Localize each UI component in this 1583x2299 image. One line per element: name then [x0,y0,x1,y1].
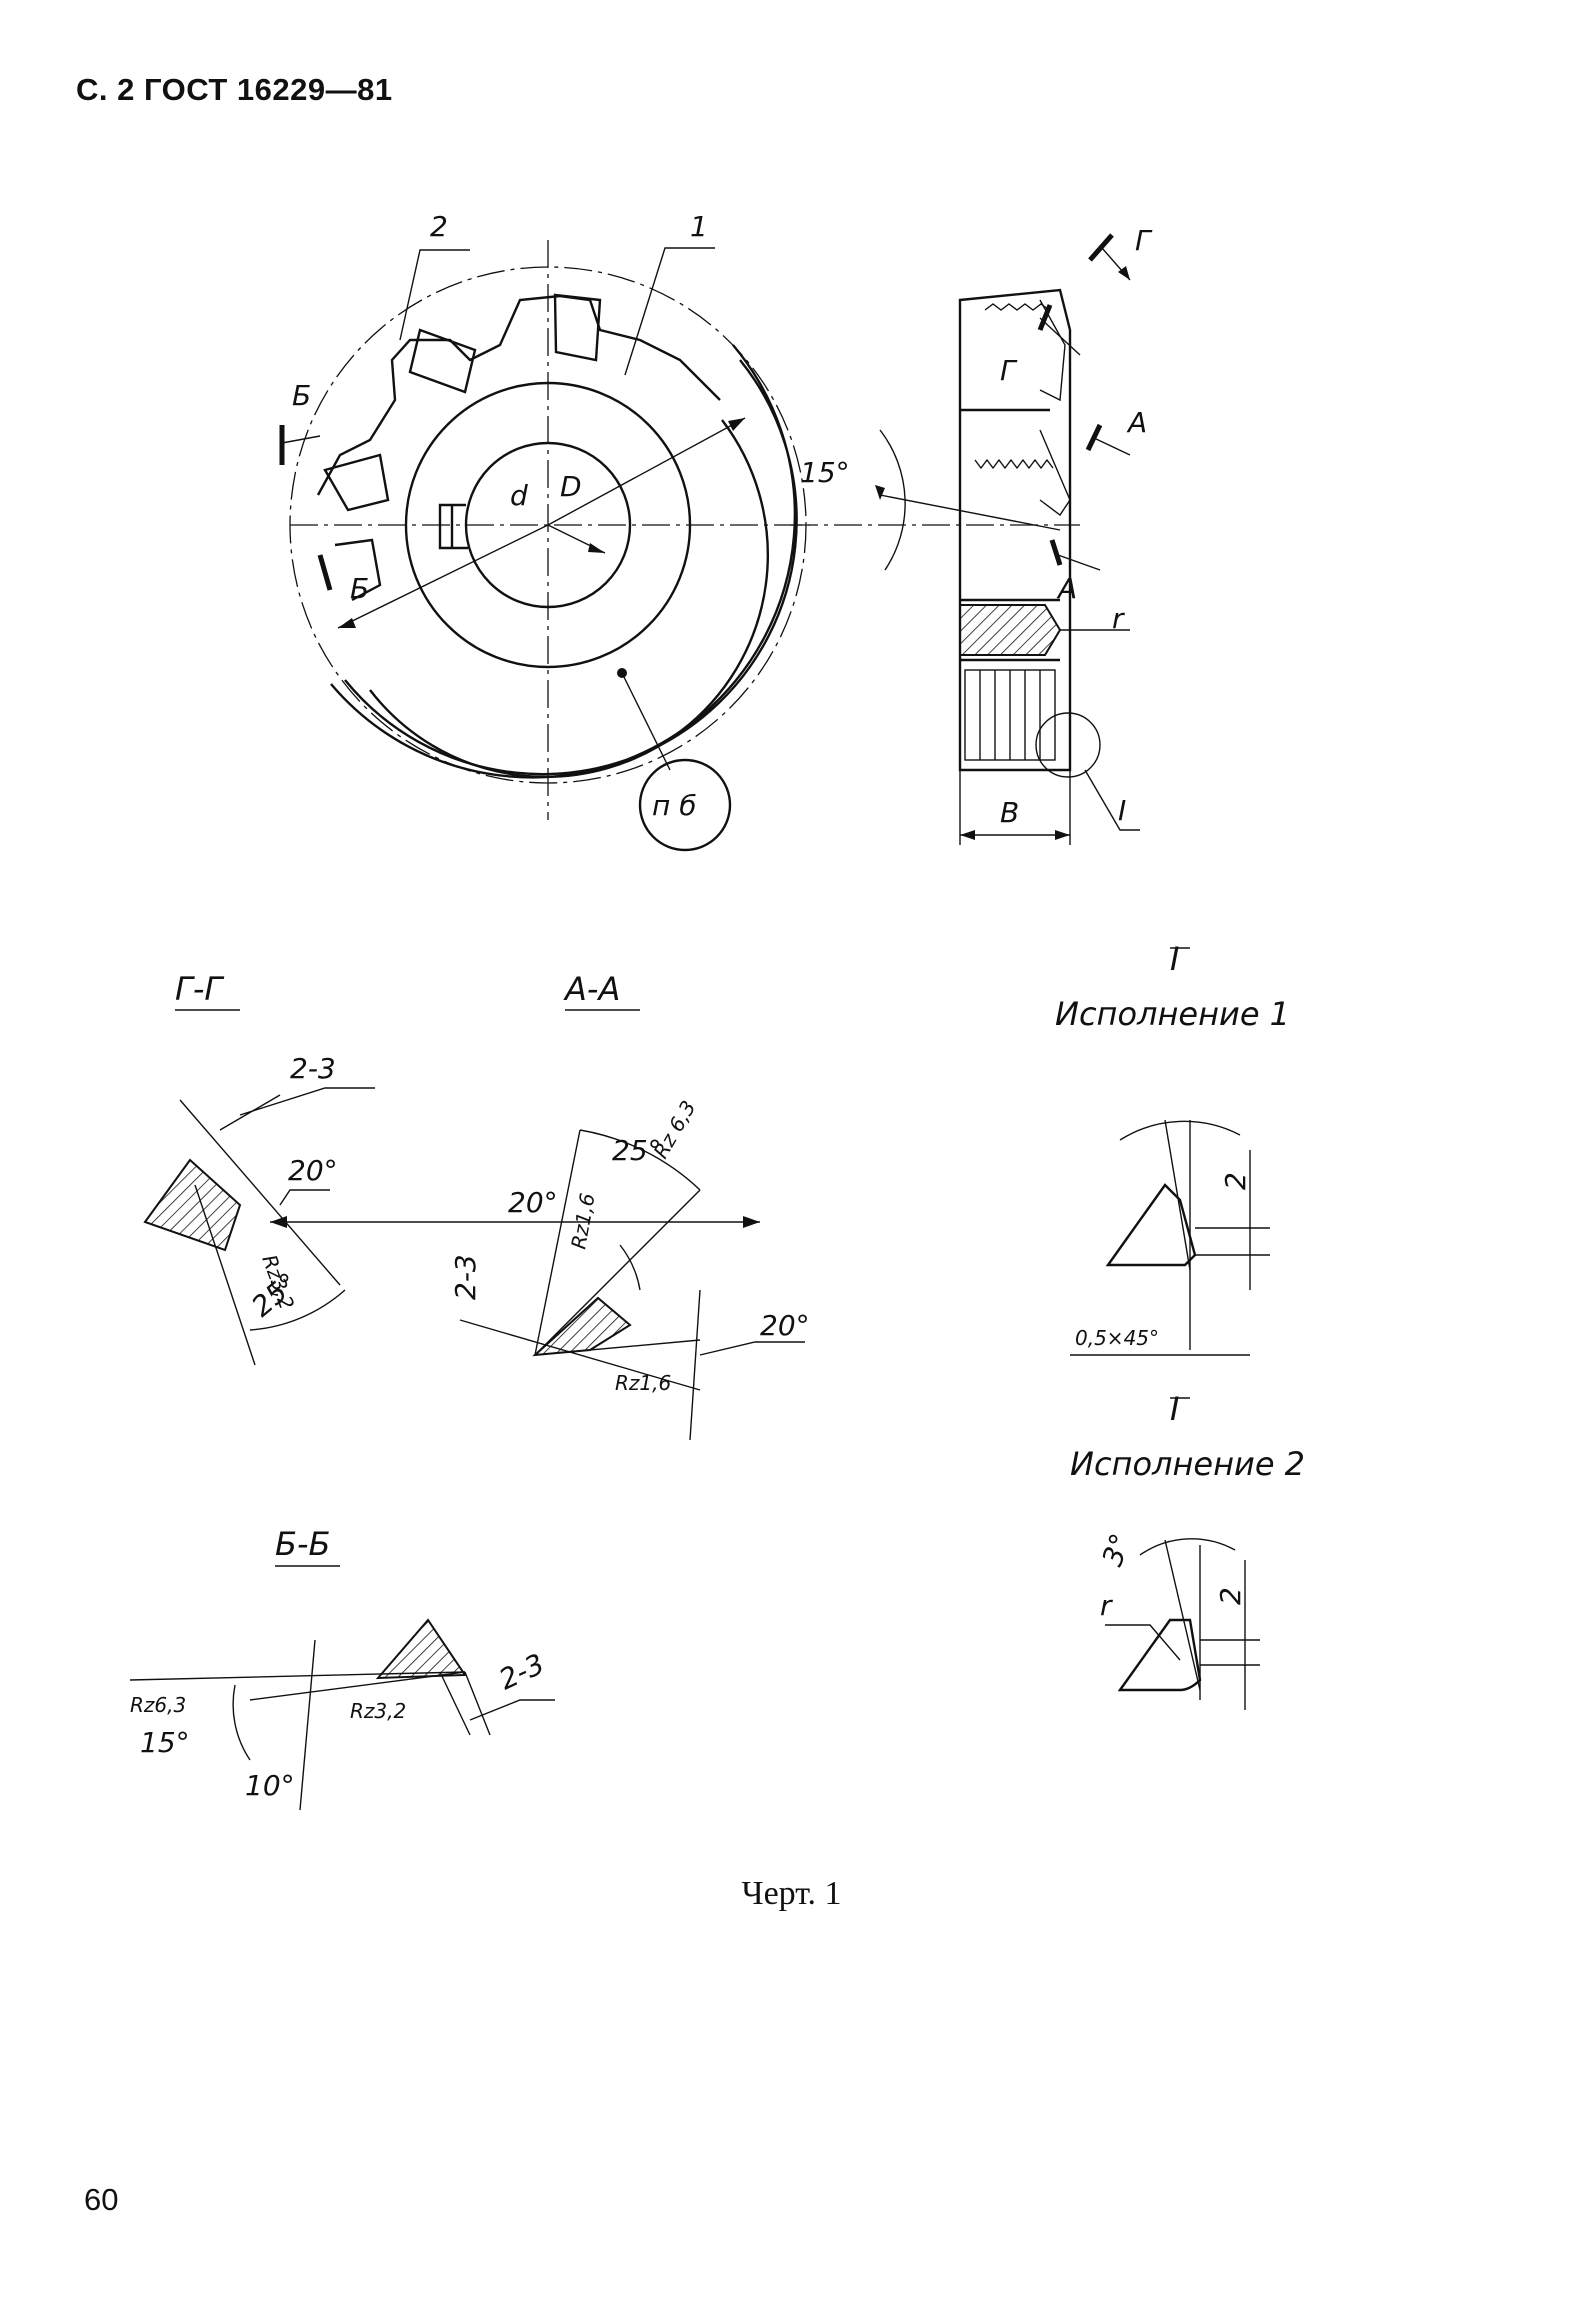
callout-2: 2 [430,210,448,243]
aa-angle-20-right: 20° [760,1309,810,1342]
side-wedge [1039,299,1066,402]
angle-15: 15° [800,456,850,489]
detail-i-circle [1035,712,1101,778]
side-view: Г Г А А 15° r I B [790,224,1153,845]
detail-1-profile [1105,1183,1197,1267]
detail-2-subtitle: Исполнение 2 [1070,1445,1305,1483]
bb-angle-15: 15° [140,1726,190,1759]
bb-angle-10: 10° [245,1769,295,1802]
cutter-inner-groove [369,419,770,778]
section-mark-b-lower: Б [350,572,369,605]
callout-leader-1 [624,247,715,376]
label-d: d [510,479,528,512]
section-bb-profile [375,1618,467,1680]
serrations-mid [974,458,1054,470]
aa-rough-mid: Rz1,6 [566,1191,599,1251]
section-gg-title: Г-Г [175,970,224,1008]
section-gg: Г-Г 2-3 20° Rz3,2 25° [143,970,760,1366]
detail-2: I Исполнение 2 3° r 2 [1070,1390,1305,1710]
tooth-insert-top [553,293,602,362]
section-mark-a-top: А [1126,406,1147,439]
detail-i-mark: I [1118,794,1126,827]
bore-circle [464,441,632,609]
dim-line-D [547,417,746,526]
side-body-outline [958,288,1072,772]
section-mark-b: Б [292,379,311,412]
figure-caption: Черт. 1 [741,1875,842,1912]
label-D: D [560,470,582,503]
side-wedge-lower [1039,429,1071,517]
detail-2-title: I [1170,1390,1179,1428]
section-aa: А-А 25° Rz 6,3 Rz1,6 20° 2-3 20° Rz1,6 [449,970,810,1441]
section-bb: Б-Б Rz6,3 15° 10° Rz3,2 2-3 [129,1525,555,1811]
section-mark-a-bottom: А [1056,572,1077,605]
main-view: d D 1 2 Б Б п б [279,210,810,852]
section-gg-profile [143,1158,242,1252]
bb-rough-left: Rz6,3 [130,1693,186,1717]
callout-leader-2 [399,249,470,341]
keyway [438,503,468,550]
dim-r-side: r [1112,602,1125,635]
tooth-lower [334,538,382,602]
section-bb-title: Б-Б [275,1525,330,1563]
aa-rough-bottom: Rz1,6 [615,1371,671,1395]
bb-rough-mid: Rz3,2 [350,1699,406,1723]
aa-rough-top: Rz 6,3 [649,1096,701,1162]
section-mark-g-inner: Г [1000,354,1018,387]
section-mark-g: Г [1135,224,1153,257]
width-b: B [1000,796,1019,829]
marking-bubble [638,758,732,852]
detail-1: I Исполнение 1 2 0,5×45° [1055,940,1290,1356]
callout-1: 1 [690,210,708,243]
gg-angle-25: 25° [245,1266,304,1323]
tooth-insert-upper [408,328,477,394]
document-header: С. 2 ГОСТ 16229—81 [76,72,393,107]
serrations-top [984,303,1050,311]
detail-1-subtitle: Исполнение 1 [1055,995,1290,1033]
section-aa-title: А-А [563,970,620,1008]
gg-dim-2-3: 2-3 [290,1052,336,1085]
marking-bubble-text: п б [652,789,696,822]
gg-angle-20: 20° [288,1154,338,1187]
aa-angle-20-top: 20° [508,1186,558,1219]
detail-1-dim-2: 2 [1219,1172,1252,1190]
side-hub-section [959,604,1062,656]
tooth-insert-left [323,453,390,512]
bb-dim-2-3: 2-3 [494,1647,549,1696]
detail-1-title: I [1170,940,1179,978]
page-number: 60 [84,2182,119,2217]
hub-outer-circle [404,381,692,669]
detail-2-dim-r: r [1100,1589,1113,1622]
teeth-outline [316,294,721,496]
aa-dim-2-3: 2-3 [449,1254,482,1300]
detail-2-dim-2: 2 [1214,1587,1247,1605]
detail-2-profile [1117,1618,1202,1692]
detail-2-angle: 3° [1096,1529,1138,1570]
cutter-body-outline [330,344,798,779]
dim-line-D-left [337,524,549,629]
detail-1-chamfer: 0,5×45° [1075,1326,1159,1350]
aa-angle-25: 25° [612,1134,662,1167]
